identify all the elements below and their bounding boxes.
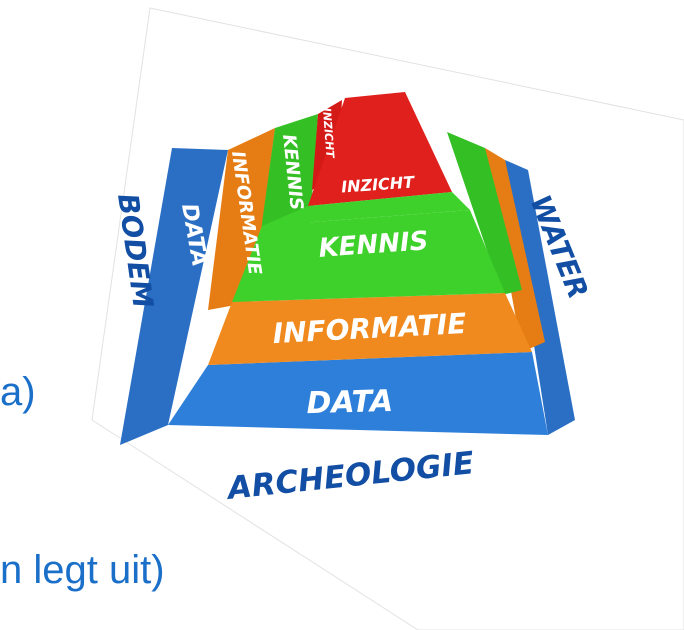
tier-kennis-top <box>262 192 470 226</box>
side-label-inzicht: INZICHT <box>320 107 337 159</box>
slide-text-line-2: n legt uit) <box>0 548 165 592</box>
right-face-kennis <box>447 132 522 295</box>
tier-label-data: DATA <box>306 384 393 421</box>
tier-kennis <box>232 210 505 302</box>
right-face-informatie <box>485 148 545 352</box>
tier-informatie <box>208 293 532 365</box>
tier-data <box>168 352 548 435</box>
left-face-kennis <box>260 114 318 238</box>
left-face-informatie <box>208 128 275 310</box>
right-face-data <box>505 160 575 435</box>
tier-inzicht <box>308 92 452 206</box>
slide-text-line-1: a) <box>0 370 36 414</box>
left-face-data <box>120 148 228 445</box>
